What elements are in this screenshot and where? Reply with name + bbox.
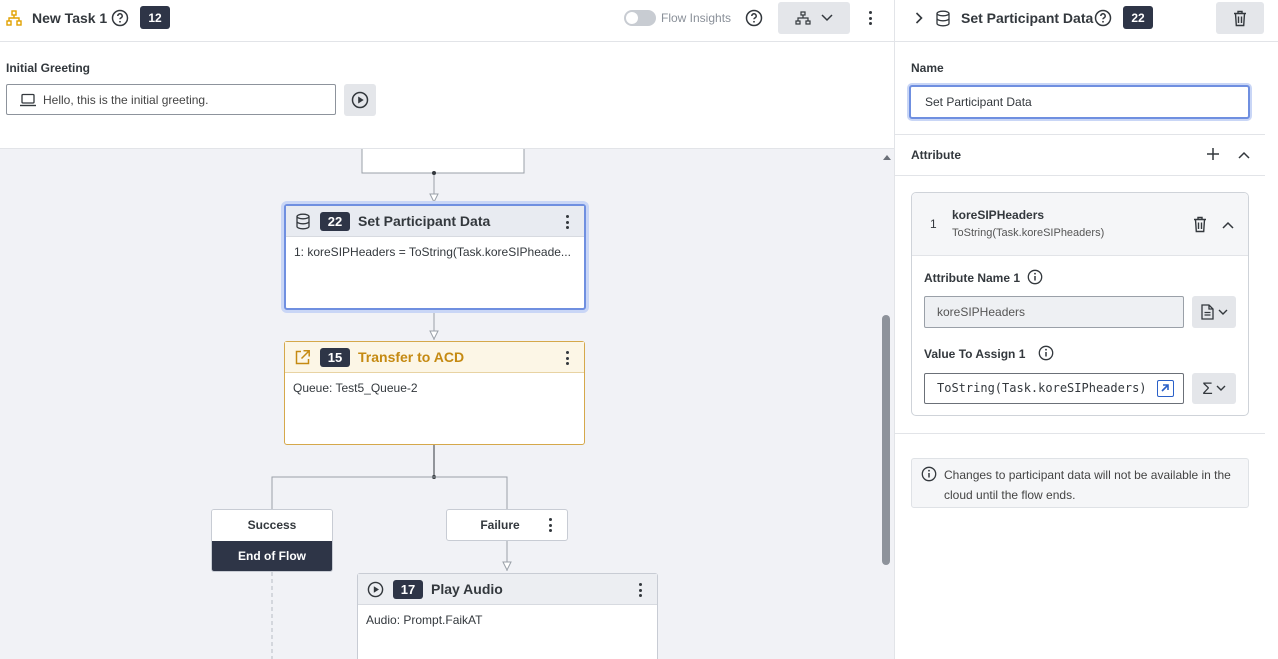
name-label: Name xyxy=(911,61,944,75)
document-icon xyxy=(1200,304,1214,320)
node-number-badge: 17 xyxy=(393,579,423,599)
info-message: Changes to participant data will not be … xyxy=(911,458,1249,508)
node-summary: Audio: Prompt.FaikAT xyxy=(366,613,483,627)
divider xyxy=(895,175,1265,176)
attribute-card-header[interactable]: 1 koreSIPHeaders ToString(Task.koreSIPhe… xyxy=(912,193,1248,256)
sigma-icon: Σ xyxy=(1202,378,1213,398)
value-to-assign-input[interactable]: ToString(Task.koreSIPheaders) xyxy=(924,373,1184,404)
flow-header: New Task 1 12 Flow Insights xyxy=(0,0,894,42)
initial-greeting-section: Initial Greeting Hello, this is the init… xyxy=(0,42,894,149)
attribute-section-label: Attribute xyxy=(911,148,961,162)
panel-divider[interactable] xyxy=(894,0,895,659)
set-participant-data-node[interactable]: 22 Set Participant Data 1: koreSIPHeader… xyxy=(284,204,586,310)
attribute-name-input-value: koreSIPHeaders xyxy=(937,305,1026,319)
value-to-assign-value: ToString(Task.koreSIPheaders) xyxy=(937,381,1147,395)
info-icon xyxy=(921,466,937,482)
database-icon xyxy=(935,10,951,27)
info-icon[interactable] xyxy=(1038,345,1054,361)
flow-insights-label: Flow Insights xyxy=(661,11,732,25)
node-menu-icon[interactable] xyxy=(633,582,647,598)
attribute-subtitle: ToString(Task.koreSIPheaders) xyxy=(952,227,1105,239)
flow-connectors xyxy=(271,149,525,659)
database-icon xyxy=(295,213,311,230)
delete-attribute-icon[interactable] xyxy=(1193,216,1207,233)
divider xyxy=(895,433,1265,434)
name-input[interactable]: Set Participant Data xyxy=(909,85,1250,119)
node-title: Transfer to ACD xyxy=(358,349,465,365)
attribute-name-input[interactable]: koreSIPHeaders xyxy=(924,296,1184,328)
scrollbar-thumb[interactable] xyxy=(882,315,890,565)
node-title: Play Audio xyxy=(431,581,503,597)
divider xyxy=(895,134,1265,135)
more-options-icon[interactable] xyxy=(863,10,877,26)
name-input-value: Set Participant Data xyxy=(925,95,1032,109)
play-icon xyxy=(367,581,384,598)
play-audio-node[interactable]: 17 Play Audio Audio: Prompt.FaikAT xyxy=(357,573,658,659)
play-icon xyxy=(351,91,369,109)
success-path[interactable]: Success End of Flow xyxy=(211,509,333,572)
attribute-index: 1 xyxy=(930,217,937,231)
panel-node-badge: 22 xyxy=(1123,6,1153,29)
chevron-down-icon xyxy=(821,14,833,22)
flow-org-icon xyxy=(6,10,22,26)
info-icon[interactable] xyxy=(1027,269,1043,285)
success-label: Success xyxy=(212,510,332,541)
failure-menu-icon[interactable] xyxy=(543,517,557,533)
flow-canvas[interactable]: 22 Set Participant Data 1: koreSIPHeader… xyxy=(0,149,880,659)
help-icon[interactable] xyxy=(111,9,129,27)
flow-insights-toggle[interactable] xyxy=(624,10,656,26)
node-number-badge: 22 xyxy=(320,211,350,231)
node-number-badge: 15 xyxy=(320,347,350,367)
attribute-name-type-button[interactable] xyxy=(1192,296,1236,328)
collapse-panel-icon[interactable] xyxy=(915,12,923,24)
laptop-icon xyxy=(19,93,37,107)
info-message-text: Changes to participant data will not be … xyxy=(944,468,1231,502)
panel-header: Set Participant Data 22 xyxy=(895,0,1278,42)
node-summary: Queue: Test5_Queue-2 xyxy=(293,381,418,395)
chevron-down-icon xyxy=(1218,309,1227,315)
node-title: Set Participant Data xyxy=(358,213,491,229)
flow-count-badge: 12 xyxy=(140,6,170,29)
trash-icon xyxy=(1234,10,1246,26)
failure-label: Failure xyxy=(480,518,520,532)
panel-title: Set Participant Data xyxy=(961,10,1094,26)
layout-menu-button[interactable] xyxy=(778,2,850,34)
play-greeting-button[interactable] xyxy=(344,84,376,116)
panel-help-icon[interactable] xyxy=(1094,9,1112,27)
scroll-up-arrow-icon[interactable] xyxy=(882,153,892,161)
chevron-down-icon xyxy=(1216,385,1226,391)
node-menu-icon[interactable] xyxy=(560,214,574,230)
node-menu-icon[interactable] xyxy=(560,350,574,366)
expression-type-button[interactable]: Σ xyxy=(1192,373,1236,404)
node-summary: 1: koreSIPHeaders = ToString(Task.koreSI… xyxy=(294,245,571,259)
attribute-name-field-label: Attribute Name 1 xyxy=(924,271,1021,285)
initial-greeting-input[interactable]: Hello, this is the initial greeting. xyxy=(6,84,336,115)
end-of-flow-label: End of Flow xyxy=(212,541,332,571)
delete-node-button[interactable] xyxy=(1216,2,1264,34)
add-attribute-icon[interactable] xyxy=(1206,147,1220,161)
flow-title: New Task 1 xyxy=(32,10,108,26)
collapse-section-icon[interactable] xyxy=(1238,151,1250,159)
attribute-card: 1 koreSIPHeaders ToString(Task.koreSIPhe… xyxy=(911,192,1249,416)
insights-help-icon[interactable] xyxy=(745,9,763,27)
canvas-scrollbar[interactable] xyxy=(880,149,894,659)
initial-greeting-value: Hello, this is the initial greeting. xyxy=(43,93,209,107)
external-link-icon xyxy=(294,349,311,366)
value-to-assign-label: Value To Assign 1 xyxy=(924,347,1026,361)
transfer-to-acd-node[interactable]: 15 Transfer to ACD Queue: Test5_Queue-2 xyxy=(284,341,585,445)
properties-panel: Set Participant Data 22 Name Set Partici… xyxy=(895,0,1278,659)
failure-path[interactable]: Failure xyxy=(446,509,568,541)
collapse-attribute-icon[interactable] xyxy=(1222,221,1234,229)
expand-editor-icon[interactable] xyxy=(1157,380,1174,397)
initial-greeting-label: Initial Greeting xyxy=(6,61,91,75)
attribute-name: koreSIPHeaders xyxy=(952,208,1045,222)
